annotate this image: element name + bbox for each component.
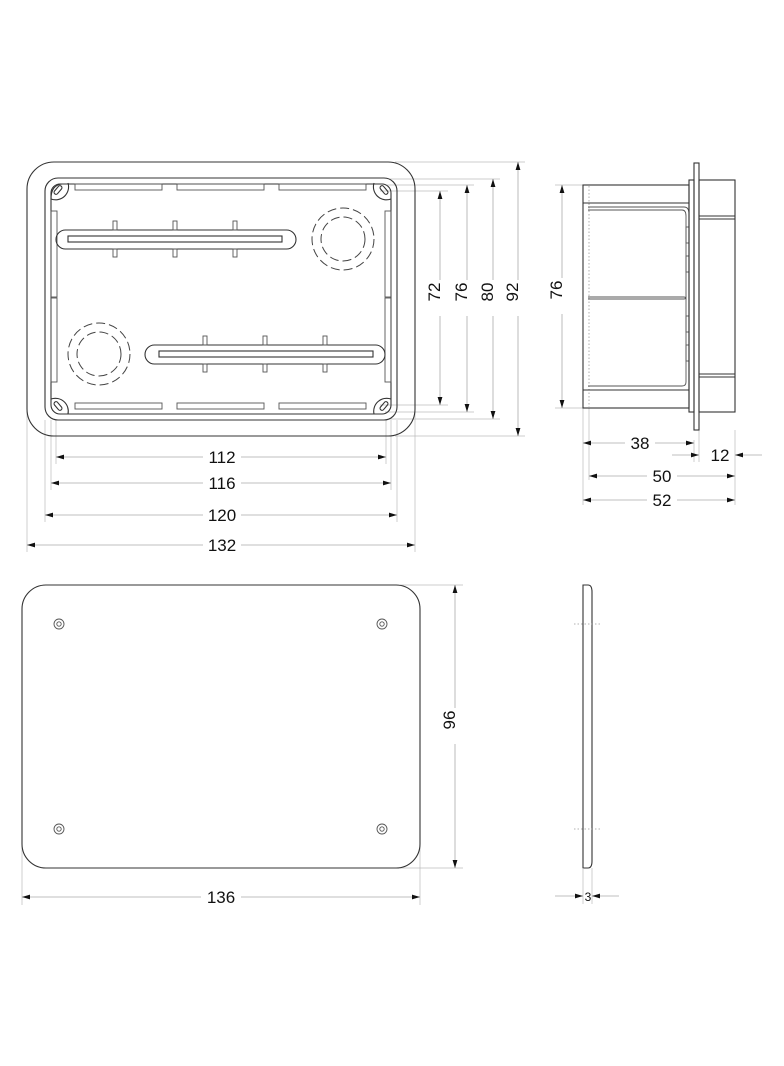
side-dim-12: 12 — [672, 446, 762, 465]
dim-76: 76 — [452, 185, 477, 412]
dim-label-132: 132 — [208, 536, 236, 555]
dim-80: 80 — [478, 179, 503, 419]
cover-outline — [21, 584, 421, 869]
extension-lines-down — [26, 300, 416, 552]
dim-132: 132 — [27, 535, 415, 555]
box-body-side — [582, 184, 690, 409]
corner-screw-bosses — [50, 182, 392, 415]
side-dim-52: 52 — [583, 490, 735, 510]
screw-boss-icon — [50, 182, 70, 201]
screw-hole-icon — [376, 823, 388, 835]
dim-label-116: 116 — [208, 474, 235, 493]
screw-hole-icon — [53, 823, 65, 835]
side-ribs — [50, 210, 392, 383]
box-side-view: 76 38 12 50 52 — [547, 162, 762, 510]
upper-cable-slot — [55, 220, 297, 258]
dim-label-76: 76 — [452, 283, 471, 302]
screw-boss-icon — [372, 182, 392, 201]
box-flange-outline — [26, 161, 416, 437]
knockout-lower-left — [67, 322, 131, 386]
dim-label-3: 3 — [585, 890, 592, 904]
dim-label-38: 38 — [631, 434, 650, 453]
dim-label-120: 120 — [208, 506, 236, 525]
bottom-ribs — [74, 402, 367, 410]
box-wall-inner — [50, 183, 392, 415]
flange-plate — [693, 162, 700, 431]
side-dim-50: 50 — [589, 466, 735, 486]
dim-label-112: 112 — [208, 448, 235, 467]
screw-boss-icon — [373, 397, 392, 415]
lower-cable-slot — [144, 335, 386, 373]
dim-label-side-76: 76 — [547, 281, 566, 300]
cover-side-outline — [582, 584, 593, 869]
cover-front-view: 96 136 — [21, 584, 465, 907]
cover-dim-136: 136 — [22, 887, 420, 907]
dim-label-92: 92 — [503, 283, 522, 302]
cover-dim-96: 96 — [440, 585, 465, 868]
box-collar — [698, 179, 736, 413]
dim-label-50: 50 — [653, 467, 672, 486]
box-wall-outer — [44, 177, 398, 421]
box-front-view: 72 76 80 92 112 116 — [26, 161, 528, 555]
dim-label-12: 12 — [711, 446, 730, 465]
dim-label-52: 52 — [653, 491, 672, 510]
dim-116: 116 — [51, 473, 391, 493]
dim-label-72: 72 — [425, 283, 444, 302]
dim-label-96: 96 — [440, 711, 459, 730]
dim-label-80: 80 — [478, 283, 497, 302]
dim-72: 72 — [425, 191, 450, 405]
side-dim-38: 38 — [583, 433, 694, 453]
dim-120: 120 — [45, 505, 397, 525]
dim-112: 112 — [56, 447, 386, 467]
top-ribs — [74, 183, 367, 191]
flange-step — [688, 179, 695, 413]
cover-side-view: 3 — [555, 584, 619, 904]
dim-92: 92 — [503, 162, 528, 436]
knockout-upper-right — [311, 207, 375, 271]
side-dim-76: 76 — [547, 185, 572, 408]
screw-boss-icon — [50, 397, 69, 415]
screw-hole-icon — [376, 618, 388, 630]
cover-dim-3: 3 — [555, 890, 619, 904]
dim-label-136: 136 — [207, 888, 235, 907]
screw-hole-icon — [53, 618, 65, 630]
